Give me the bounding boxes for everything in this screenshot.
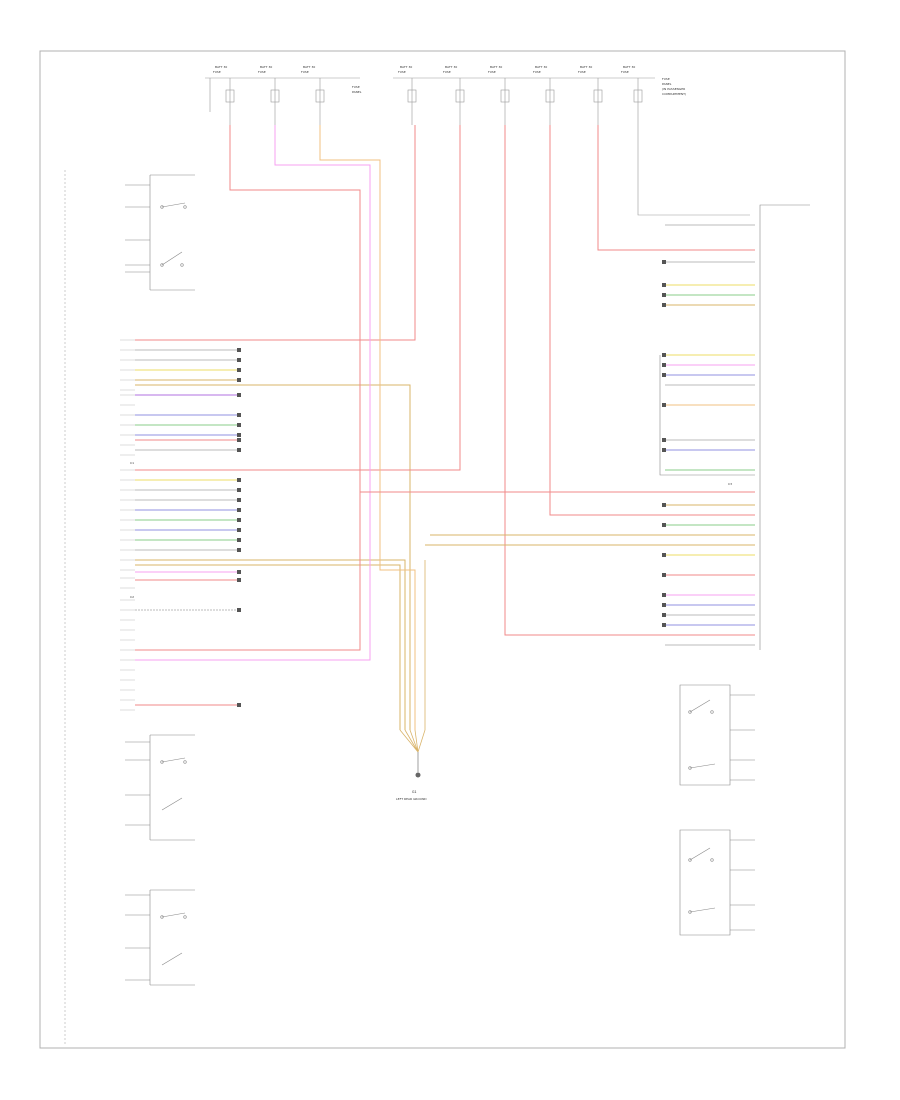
left-connector-top-label: C1 (130, 461, 134, 465)
left-switch-block-bottom (125, 889, 195, 986)
svg-text:BATT 30: BATT 30 (580, 65, 592, 69)
svg-text:BATT 30: BATT 30 (535, 65, 547, 69)
right-switch-block-top (679, 684, 755, 786)
svg-text:BATT 30: BATT 30 (400, 65, 412, 69)
svg-text:FUSE: FUSE (443, 70, 451, 74)
right-connector-label: C3 (728, 482, 732, 486)
fuse-row (205, 77, 750, 216)
right-module-frame (659, 204, 810, 650)
left-switch-block-top (125, 174, 195, 291)
left-connector-pins (120, 339, 135, 711)
svg-text:FUSE: FUSE (533, 70, 541, 74)
svg-text:FUSE: FUSE (488, 70, 496, 74)
svg-text:(IN PASSENGER: (IN PASSENGER (662, 87, 685, 91)
diagram-frame (39, 50, 846, 1049)
fuse-symbols (225, 89, 643, 103)
left-wires (135, 125, 461, 730)
right-wire-terminals (662, 260, 666, 627)
svg-text:FUSE: FUSE (662, 77, 670, 81)
svg-text:FUSE: FUSE (301, 70, 309, 74)
ground-caption: LEFT REAR GROUND (396, 797, 427, 801)
svg-text:PANEL: PANEL (352, 90, 362, 94)
svg-text:FUSE: FUSE (258, 70, 266, 74)
svg-text:PANEL: PANEL (662, 82, 672, 86)
svg-text:COMPARTMENT): COMPARTMENT) (662, 92, 686, 96)
svg-text:FUSE: FUSE (621, 70, 629, 74)
svg-text:BATT 30: BATT 30 (303, 65, 315, 69)
svg-text:FUSE: FUSE (213, 70, 221, 74)
svg-text:BATT 30: BATT 30 (623, 65, 635, 69)
svg-text:FUSE: FUSE (398, 70, 406, 74)
svg-text:FUSE: FUSE (578, 70, 586, 74)
svg-text:BATT 30: BATT 30 (490, 65, 502, 69)
right-wires (359, 125, 755, 646)
svg-text:BATT 30: BATT 30 (260, 65, 272, 69)
right-switch-block-bottom (679, 829, 755, 936)
svg-text:BATT 30: BATT 30 (215, 65, 227, 69)
svg-text:FUSE: FUSE (352, 85, 360, 89)
left-wire-terminals (237, 348, 241, 707)
svg-text:BATT 30: BATT 30 (445, 65, 457, 69)
ground-junction (399, 560, 426, 778)
orange-wire (319, 125, 416, 730)
ground-label: G1 (412, 790, 417, 794)
left-switch-block-mid (125, 734, 195, 841)
left-connector-bottom-label: C2 (130, 595, 134, 599)
